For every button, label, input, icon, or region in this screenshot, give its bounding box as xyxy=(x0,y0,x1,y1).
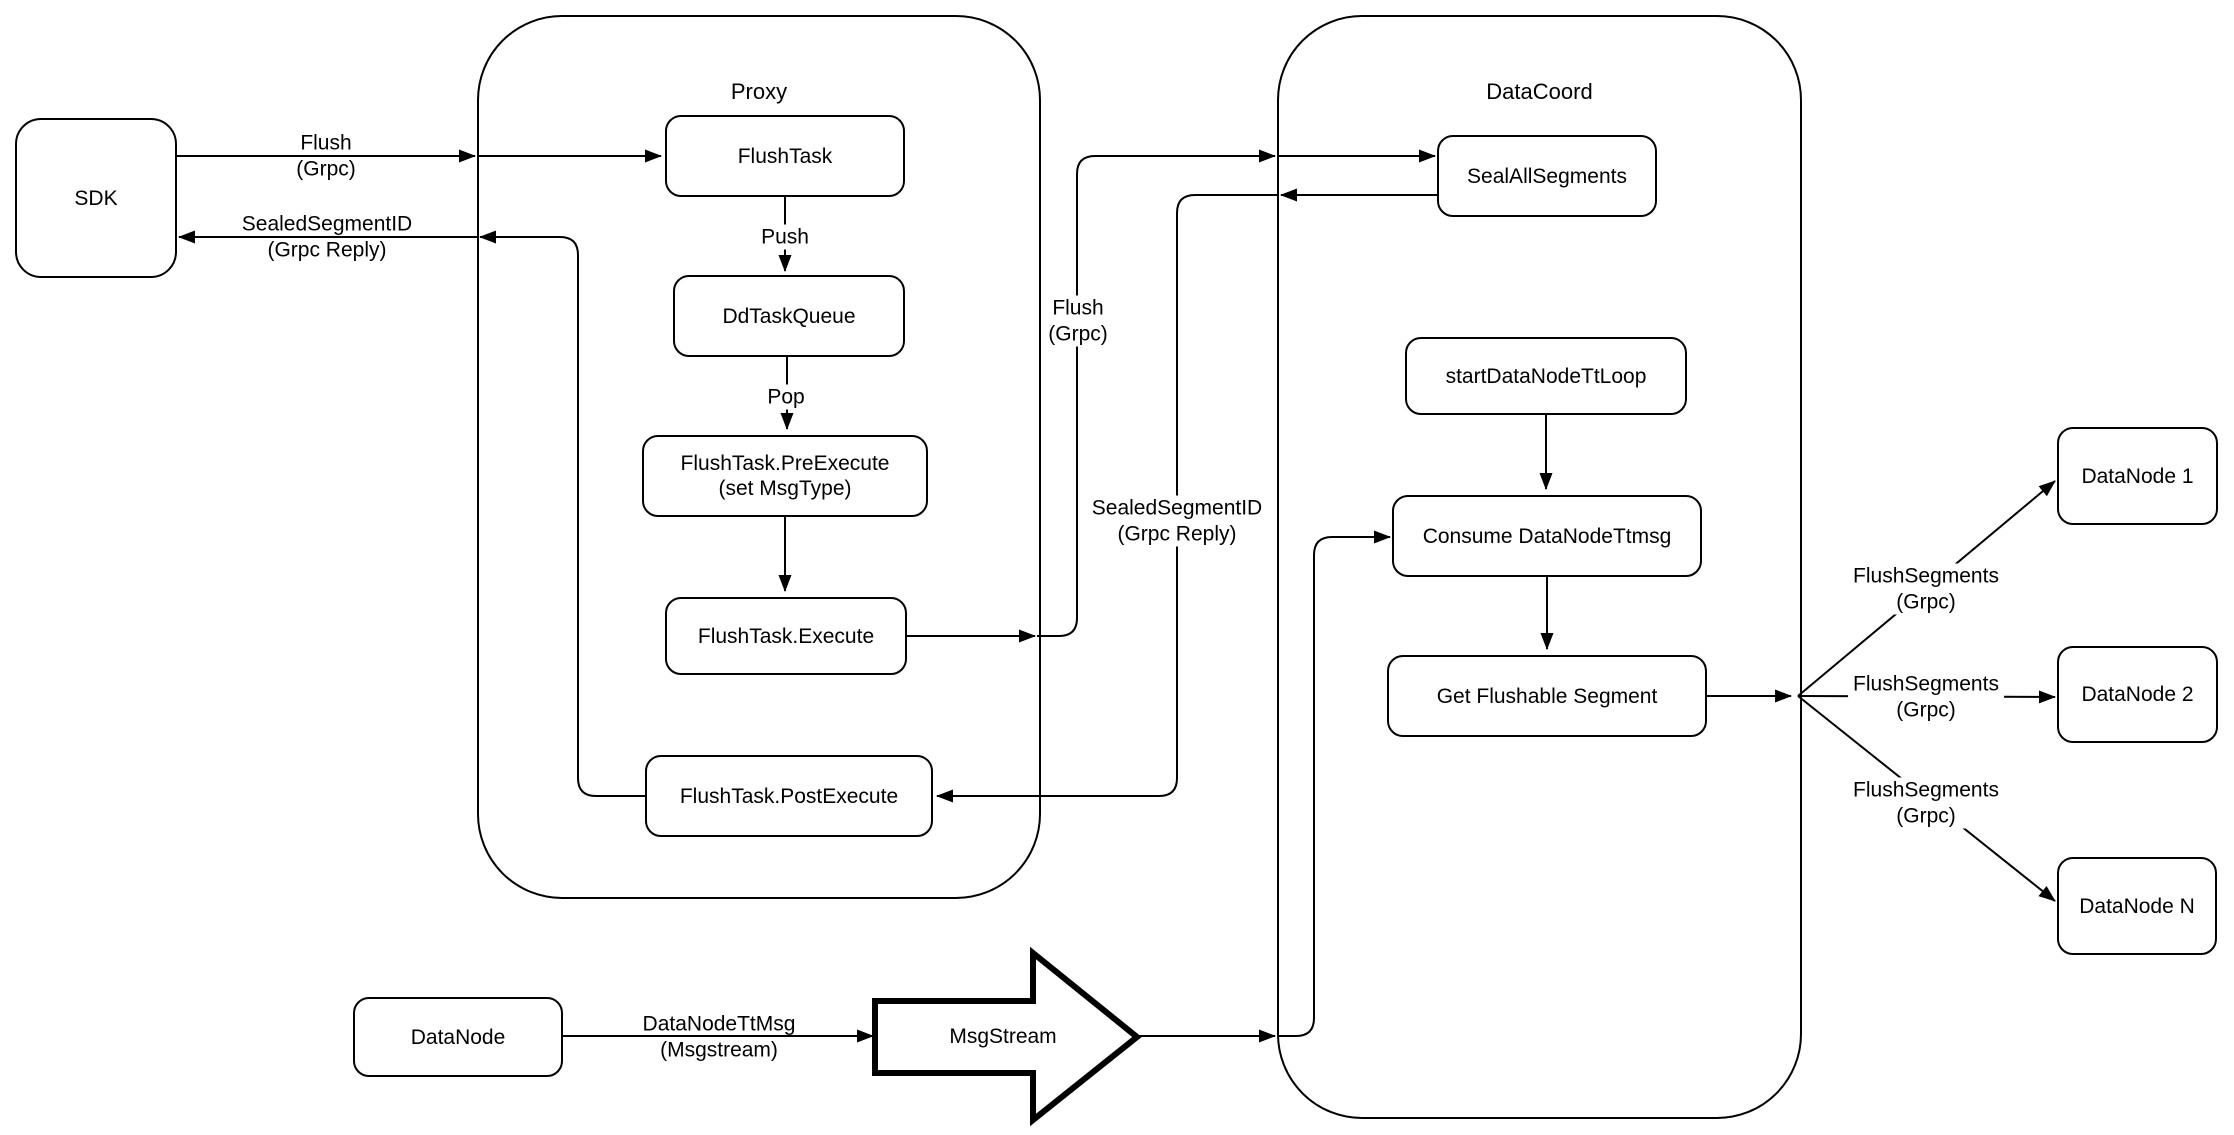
node-getflushablesegment-label: Get Flushable Segment xyxy=(1436,684,1658,708)
edge-label-pop-text: Pop xyxy=(767,385,805,409)
edge-label-flush-grpc-sdk-line2: (Grpc) xyxy=(296,157,356,181)
node-consumedatanodettmsg: Consume DataNodeTtmsg xyxy=(1392,495,1702,577)
edge-label-sealedsegmentid-sdk-line1: SealedSegmentID xyxy=(241,212,413,236)
edge-label-flushsegments-3: FlushSegments (Grpc) xyxy=(1848,777,2004,829)
edge-label-flushsegments-3-line2: (Grpc) xyxy=(1896,804,1956,828)
node-datanoden: DataNode N xyxy=(2057,857,2217,955)
node-startdatanodettloop-label: startDataNodeTtLoop xyxy=(1445,364,1647,388)
edge-postexecute-to-proxy-border xyxy=(479,230,645,797)
edge-label-flushsegments-2-line1: FlushSegments xyxy=(1853,672,1999,696)
node-datanode2-label: DataNode 2 xyxy=(2081,683,2194,706)
edge-label-flushsegments-2: FlushSegments (Grpc) xyxy=(1848,671,2004,723)
node-preexecute-label-line2: (set MsgType) xyxy=(718,477,852,500)
edge-label-sealedsegmentid-sdk: SealedSegmentID (Grpc Reply) xyxy=(242,213,412,262)
edge-label-datanodettmsg-line2: (Msgstream) xyxy=(660,1038,778,1062)
node-flushtask: FlushTask xyxy=(665,115,905,197)
node-sdk-label: SDK xyxy=(74,186,118,210)
edge-label-flushsegments-2-line2: (Grpc) xyxy=(1896,698,1956,722)
edge-label-sealedsegmentid-mid-line2: (Grpc Reply) xyxy=(1117,522,1237,546)
node-postexecute: FlushTask.PostExecute xyxy=(645,755,933,837)
edge-label-sealedsegmentid-mid: SealedSegmentID (Grpc Reply) xyxy=(1086,495,1268,547)
node-execute-label: FlushTask.Execute xyxy=(697,624,875,648)
container-proxy: Proxy xyxy=(477,15,1041,899)
node-postexecute-label: FlushTask.PostExecute xyxy=(679,784,899,808)
node-ddtaskqueue: DdTaskQueue xyxy=(673,275,905,357)
node-sealallsegments: SealAllSegments xyxy=(1437,135,1657,217)
edge-label-sealedsegmentid-sdk-line2: (Grpc Reply) xyxy=(267,238,387,262)
node-consumedatanodettmsg-label: Consume DataNodeTtmsg xyxy=(1422,524,1672,548)
msgstream-label: MsgStream xyxy=(949,1025,1057,1048)
node-ddtaskqueue-label: DdTaskQueue xyxy=(722,304,856,328)
edge-label-datanodettmsg-line1: DataNodeTtMsg xyxy=(642,1012,796,1036)
node-sdk: SDK xyxy=(15,118,177,278)
edge-label-flushsegments-1-line1: FlushSegments xyxy=(1853,564,1999,588)
edge-label-flush-grpc-mid-line1: Flush xyxy=(1052,296,1104,320)
container-proxy-title: Proxy xyxy=(730,79,788,104)
node-datanode-bottom: DataNode xyxy=(353,997,563,1077)
node-startdatanodettloop: startDataNodeTtLoop xyxy=(1405,337,1687,415)
edge-label-sealedsegmentid-mid-line1: SealedSegmentID xyxy=(1091,496,1263,520)
edge-label-flush-grpc-mid: Flush (Grpc) xyxy=(1043,295,1113,347)
edge-label-push-text: Push xyxy=(761,225,809,249)
node-preexecute: FlushTask.PreExecute (set MsgType) xyxy=(642,435,928,517)
node-datanode-bottom-label: DataNode xyxy=(410,1025,506,1049)
edge-execute-to-datacoord-border xyxy=(1037,149,1276,637)
node-datanode1: DataNode 1 xyxy=(2057,427,2218,525)
edge-label-pop: Pop xyxy=(762,384,810,410)
node-preexecute-label-line1: FlushTask.PreExecute xyxy=(680,452,890,475)
edge-label-flush-grpc-mid-line2: (Grpc) xyxy=(1048,322,1108,346)
edge-label-flushsegments-1-line2: (Grpc) xyxy=(1896,590,1956,614)
edge-label-flushsegments-3-line1: FlushSegments xyxy=(1853,778,1999,802)
container-datacoord: DataCoord xyxy=(1277,15,1802,1119)
edge-datacoord-border-to-consume xyxy=(1277,530,1391,1037)
edge-label-flush-grpc-sdk: Flush (Grpc) xyxy=(296,132,356,181)
node-flushtask-label: FlushTask xyxy=(737,144,833,168)
msgstream-shape xyxy=(872,946,1142,1127)
edge-label-flushsegments-1: FlushSegments (Grpc) xyxy=(1848,563,2004,615)
node-getflushablesegment: Get Flushable Segment xyxy=(1387,655,1707,737)
edge-label-push: Push xyxy=(756,224,814,250)
node-datanode2: DataNode 2 xyxy=(2057,646,2218,743)
container-datacoord-title: DataCoord xyxy=(1486,79,1593,104)
edge-label-flush-grpc-sdk-line1: Flush xyxy=(300,131,352,155)
node-datanode1-label: DataNode 1 xyxy=(2081,464,2194,488)
node-execute: FlushTask.Execute xyxy=(665,597,907,675)
node-sealallsegments-label: SealAllSegments xyxy=(1467,164,1627,188)
edge-label-datanodettmsg: DataNodeTtMsg (Msgstream) xyxy=(643,1013,796,1062)
node-datanoden-label: DataNode N xyxy=(2079,894,2195,918)
